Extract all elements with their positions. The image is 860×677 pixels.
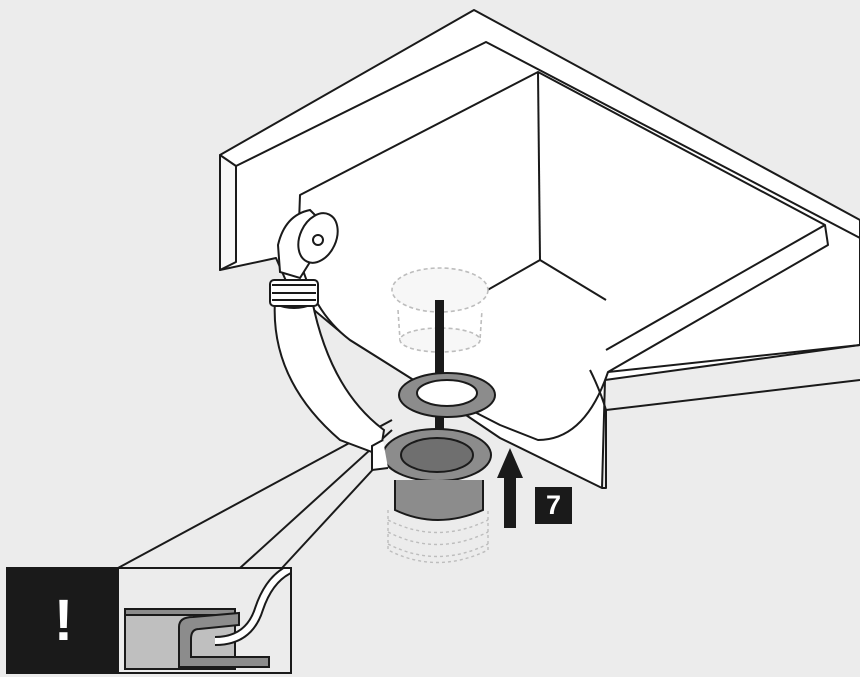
warning-box: ! <box>8 569 119 672</box>
drain-body <box>371 428 492 521</box>
sealing-ring <box>398 372 496 418</box>
overflow-pipe <box>269 208 386 457</box>
warning-detail-panel: ! <box>6 567 292 674</box>
exclamation-icon: ! <box>53 588 74 653</box>
step-number-badge: 7 <box>535 487 572 524</box>
gasket-detail-illustration <box>119 569 290 672</box>
drain-thread-ghost <box>387 510 489 564</box>
drain-plug-ghost <box>391 267 489 353</box>
arrow-up-icon <box>497 448 523 528</box>
